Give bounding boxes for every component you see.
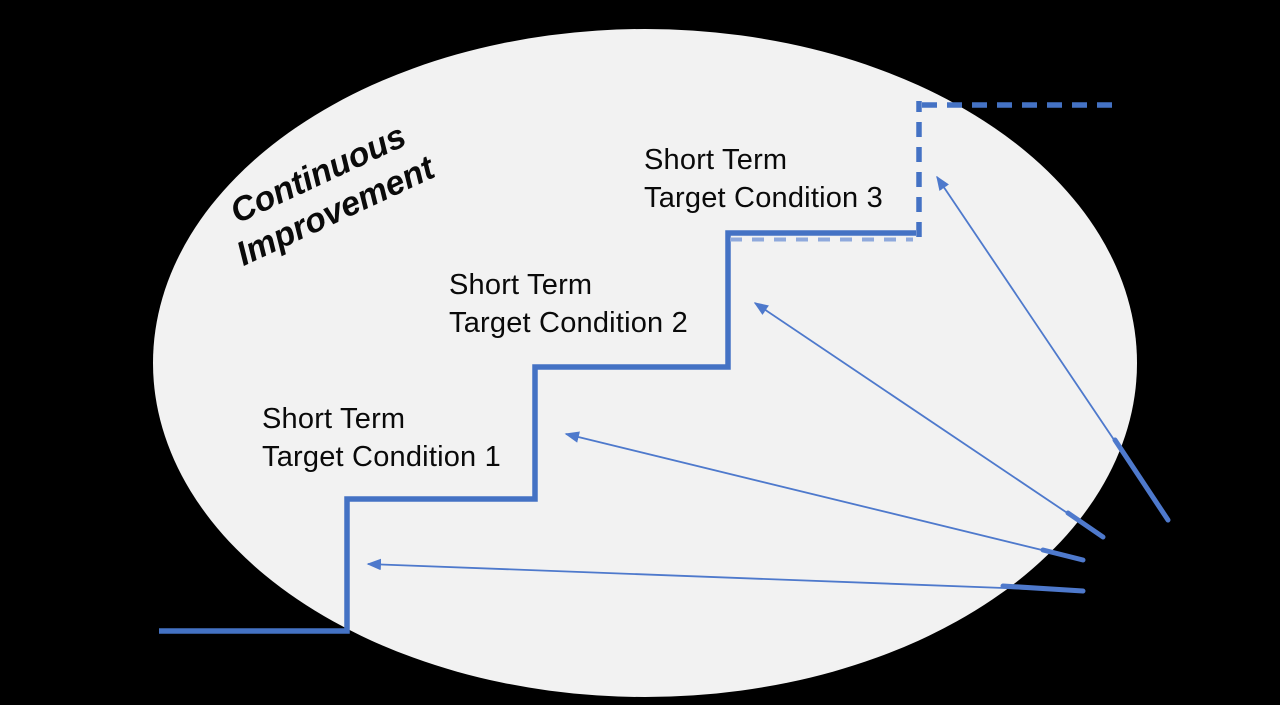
pointer-arrow-step2	[753, 302, 1104, 538]
pointer-arrow-step0	[366, 558, 1084, 592]
staircase-line	[159, 230, 916, 634]
improvement-ellipse	[153, 29, 1137, 697]
arrow-tail-step0	[1000, 583, 1086, 594]
arrow-tail-step2	[1065, 510, 1106, 540]
target-condition-1-label: Short Term Target Condition 1	[262, 403, 501, 473]
target-condition-2-label: Short Term Target Condition 2	[449, 269, 688, 339]
arrow-tail-step1	[1040, 547, 1086, 563]
target-condition-3-label: Short Term Target Condition 3	[644, 144, 883, 214]
arrow-tail-step3	[1112, 437, 1171, 523]
pointer-arrow-step1	[564, 431, 1084, 561]
